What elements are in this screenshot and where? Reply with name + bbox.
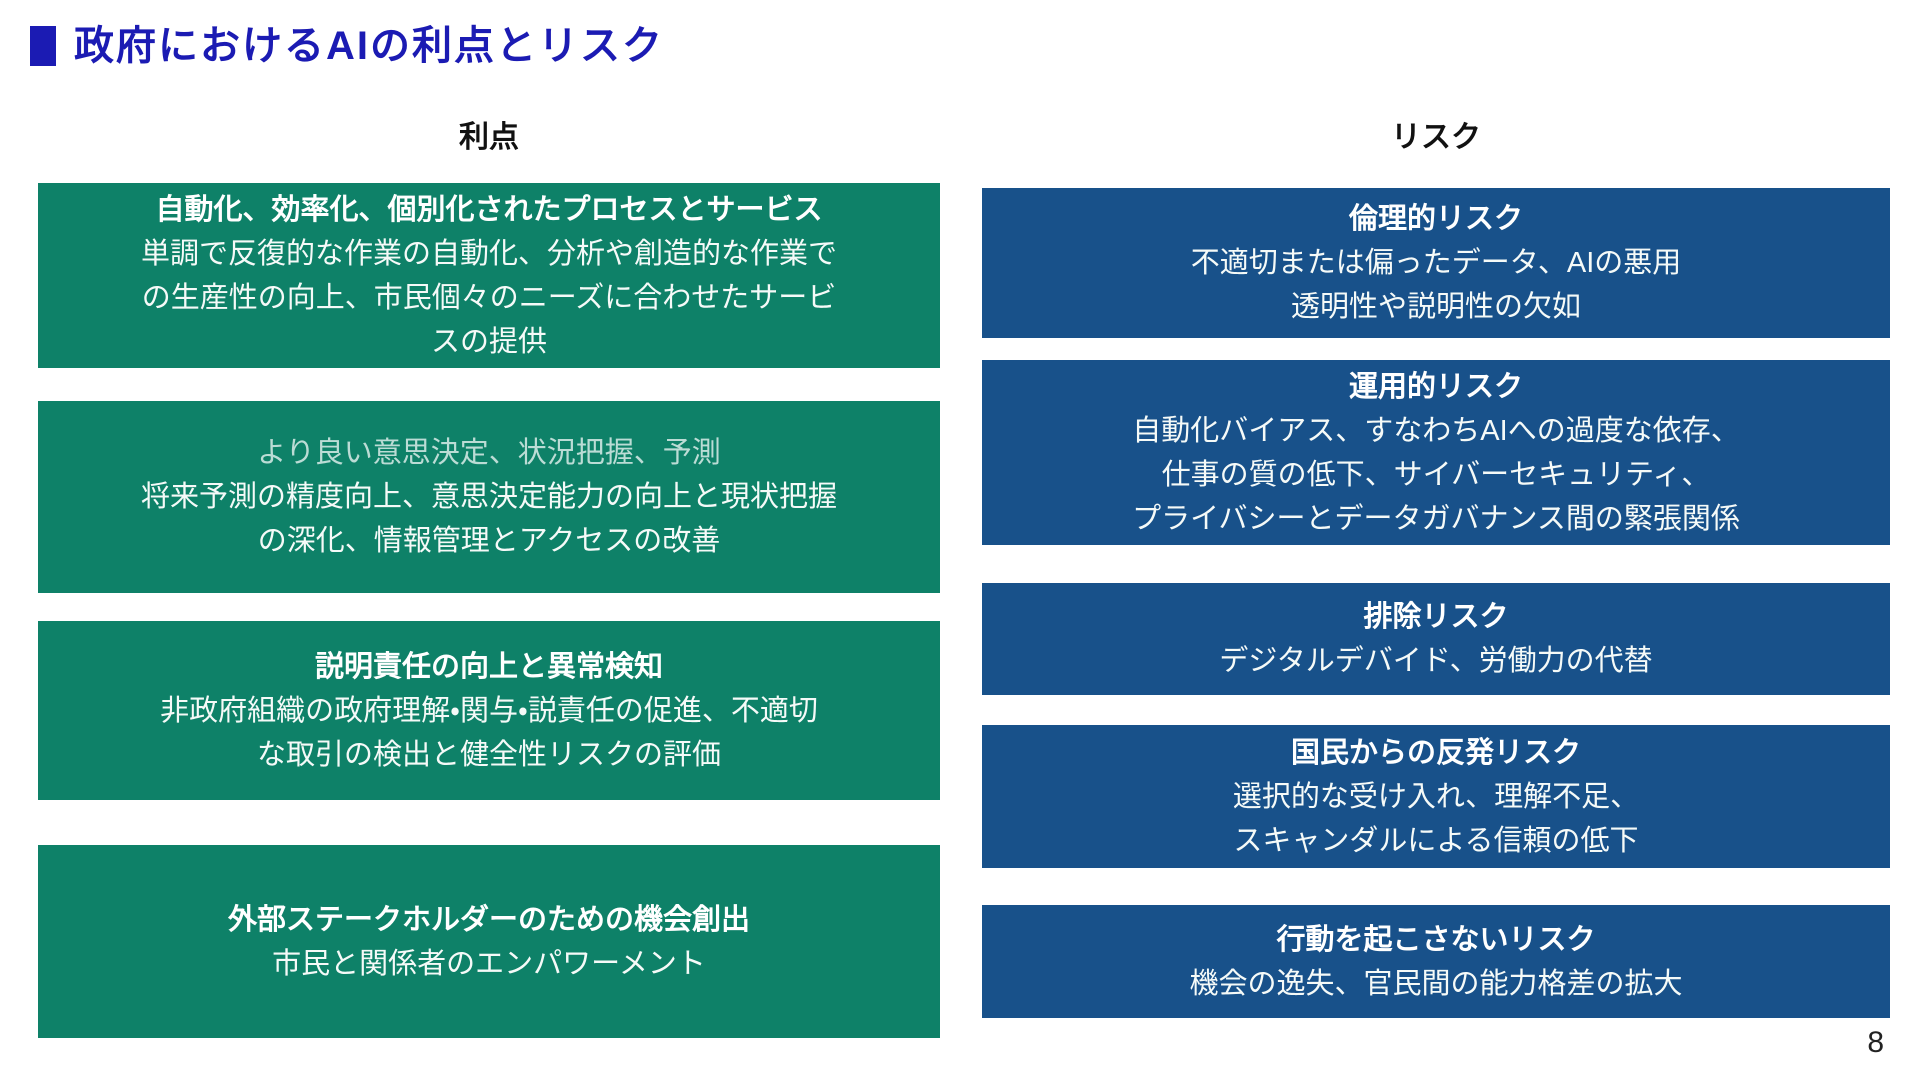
benefit-box-automation-body: 単調で反復的な作業の自動化、分析や創造的な作業で の生産性の向上、市民個々のニー… [140, 237, 837, 358]
benefit-box-automation-title: 自動化、効率化、個別化されたプロセスとサービス [155, 193, 823, 226]
risk-box-operational-title: 運用的リスク [1348, 370, 1523, 403]
page-title: 政府におけるAIの利点とリスク [74, 24, 664, 68]
benefit-box-stakeholders-body: 市民と関係者のエンパワーメント [272, 947, 706, 980]
risk-box-operational-body: 自動化バイアス、すなわちAIへの過度な依存、 仕事の質の低下、サイバーセキュリテ… [1132, 414, 1740, 535]
risk-box-inaction-body: 機会の逸失、官民間の能力格差の拡大 [1189, 967, 1683, 1000]
slide-header: 政府におけるAIの利点とリスク [30, 24, 664, 68]
risk-box-inaction: 行動を起こさないリスク 機会の逸失、官民間の能力格差の拡大 [982, 905, 1890, 1018]
benefit-box-stakeholders: 外部ステークホルダーのための機会創出 市民と関係者のエンパワーメント [38, 845, 940, 1038]
benefit-box-accountability-body: 非政府組織の政府理解・関与・説責任の促進、不適切 な取引の検出と健全性リスクの評… [160, 694, 818, 771]
page-number: 8 [1867, 1026, 1884, 1059]
risks-column-header: リスク [1391, 121, 1481, 154]
risk-box-operational: 運用的リスク 自動化バイアス、すなわちAIへの過度な依存、 仕事の質の低下、サイ… [982, 360, 1890, 545]
risk-box-public-backlash-title: 国民からの反発リスク [1290, 736, 1581, 769]
risk-box-ethical: 倫理的リスク 不適切または偏ったデータ、AIの悪用 透明性や説明性の欠如 [982, 188, 1890, 338]
risk-box-exclusion-body: デジタルデバイド、労働力の代替 [1219, 645, 1653, 677]
risk-box-public-backlash: 国民からの反発リスク 選択的な受け入れ、理解不足、 スキャンダルによる信頼の低下 [982, 725, 1890, 868]
benefit-box-accountability-title: 説明責任の向上と異常検知 [314, 650, 663, 683]
risk-box-public-backlash-body: 選択的な受け入れ、理解不足、 スキャンダルによる信頼の低下 [1232, 780, 1640, 857]
benefit-box-automation: 自動化、効率化、個別化されたプロセスとサービス 単調で反復的な作業の自動化、分析… [38, 183, 940, 368]
benefit-box-decision-making-title: より良い意思決定、状況把握、予測 [257, 437, 721, 469]
risk-box-ethical-body: 不適切または偏ったデータ、AIの悪用 透明性や説明性の欠如 [1190, 247, 1682, 323]
risk-box-exclusion: 排除リスク デジタルデバイド、労働力の代替 [982, 583, 1890, 695]
benefit-box-decision-making-body: 将来予測の精度向上、意思決定能力の向上と現状把握 の深化、情報管理とアクセスの改… [140, 481, 837, 557]
benefit-box-decision-making: より良い意思決定、状況把握、予測 将来予測の精度向上、意思決定能力の向上と現状把… [38, 401, 940, 593]
risk-box-exclusion-title: 排除リスク [1363, 601, 1509, 633]
title-bullet-square-icon [30, 26, 56, 66]
benefit-box-stakeholders-title: 外部ステークホルダーのための機会創出 [227, 903, 750, 936]
benefit-box-accountability: 説明責任の向上と異常検知 非政府組織の政府理解・関与・説責任の促進、不適切 な取… [38, 621, 940, 800]
risk-box-inaction-title: 行動を起こさないリスク [1276, 923, 1596, 956]
risk-box-ethical-title: 倫理的リスク [1348, 203, 1523, 235]
benefits-column-header: 利点 [459, 121, 519, 154]
